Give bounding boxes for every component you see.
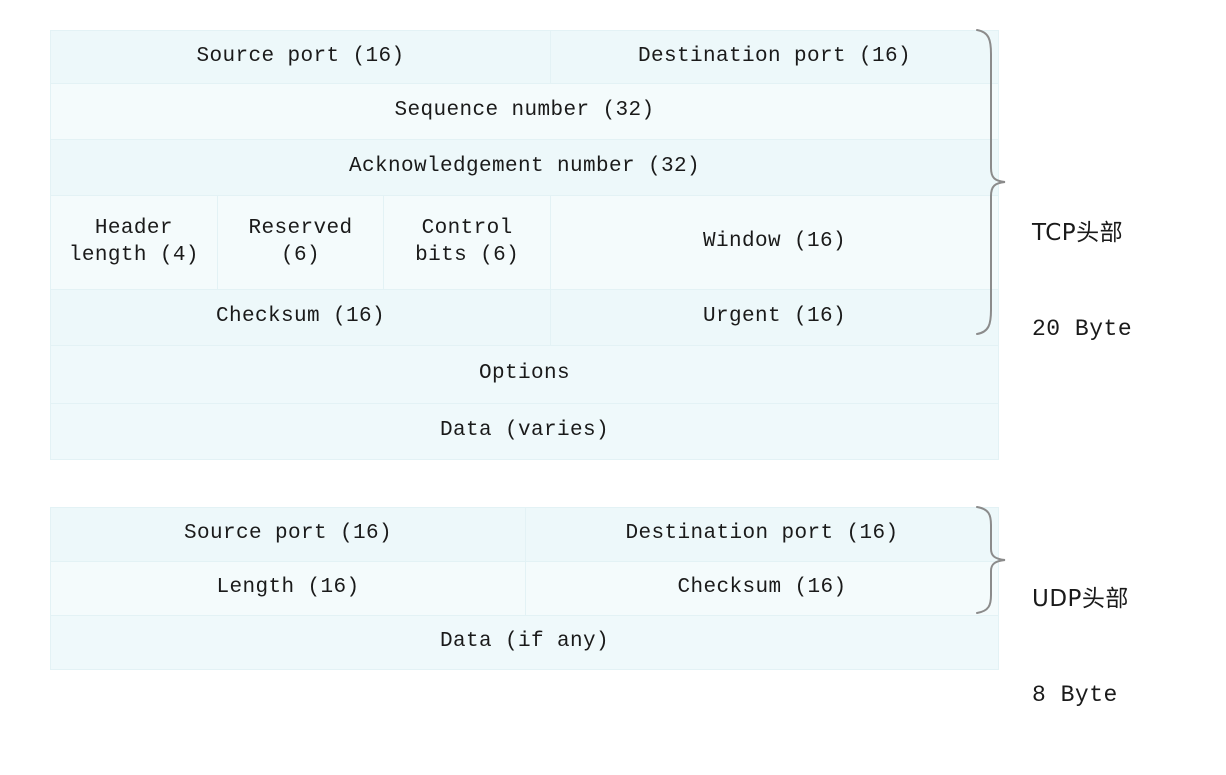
- tcp-field-reserved: Reserved (6): [216, 195, 385, 290]
- tcp-row-flags: Header length (4) Reserved (6) Control b…: [50, 195, 999, 290]
- tcp-row-ports: Source port (16) Destination port (16): [50, 30, 999, 84]
- udp-header-size-label-line2: 8 Byte: [1032, 681, 1118, 708]
- udp-row-length-checksum: Length (16) Checksum (16): [50, 561, 999, 616]
- tcp-field-checksum: Checksum (16): [50, 289, 551, 346]
- tcp-row-data: Data (varies): [50, 403, 999, 460]
- tcp-header-size-label-line1: TCP头部: [1032, 220, 1124, 247]
- tcp-field-source-port: Source port (16): [50, 30, 551, 84]
- udp-row-ports: Source port (16) Destination port (16): [50, 507, 999, 562]
- udp-field-destination-port: Destination port (16): [525, 507, 999, 562]
- udp-field-checksum: Checksum (16): [525, 561, 999, 616]
- tcp-field-urgent: Urgent (16): [550, 289, 999, 346]
- udp-row-data: Data (if any): [50, 615, 999, 670]
- tcp-field-destination-port: Destination port (16): [550, 30, 999, 84]
- udp-field-length: Length (16): [50, 561, 526, 616]
- tcp-row-acknowledgement-number: Acknowledgement number (32): [50, 139, 999, 196]
- tcp-header-table: Source port (16) Destination port (16) S…: [50, 30, 999, 460]
- udp-header-size-label-line1: UDP头部: [1032, 586, 1129, 613]
- tcp-field-data: Data (varies): [50, 403, 999, 460]
- tcp-header-size-label-line2: 20 Byte: [1032, 315, 1133, 342]
- tcp-brace-icon: [975, 28, 1009, 336]
- tcp-field-sequence-number: Sequence number (32): [50, 83, 999, 140]
- udp-field-data: Data (if any): [50, 615, 999, 670]
- tcp-field-options: Options: [50, 345, 999, 404]
- udp-header-table: Source port (16) Destination port (16) L…: [50, 507, 999, 670]
- udp-field-source-port: Source port (16): [50, 507, 526, 562]
- tcp-header-size-label: TCP头部 20 Byte: [1032, 155, 1132, 409]
- tcp-field-acknowledgement-number: Acknowledgement number (32): [50, 139, 999, 196]
- udp-brace-icon: [975, 505, 1009, 615]
- udp-header-size-label: UDP头部 8 Byte: [1032, 521, 1129, 775]
- tcp-row-sequence-number: Sequence number (32): [50, 83, 999, 140]
- tcp-udp-header-diagram: Source port (16) Destination port (16) S…: [50, 28, 1132, 708]
- tcp-field-control-bits: Control bits (6): [383, 195, 551, 290]
- tcp-row-options: Options: [50, 345, 999, 404]
- tcp-field-window: Window (16): [550, 195, 999, 290]
- tcp-field-header-length: Header length (4): [50, 195, 218, 290]
- tcp-row-checksum-urgent: Checksum (16) Urgent (16): [50, 289, 999, 346]
